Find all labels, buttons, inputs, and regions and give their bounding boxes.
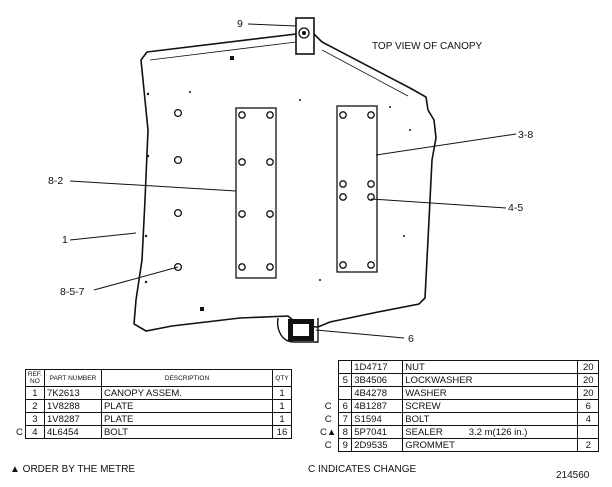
qty: [577, 425, 600, 439]
part-number: 4B1287: [351, 399, 404, 413]
qty: 4: [577, 412, 600, 426]
table-row: C 7 S1594 BOLT 4: [318, 412, 600, 426]
qty: 1: [271, 399, 292, 413]
description: BOLT: [402, 412, 579, 426]
plate-left: [235, 107, 277, 279]
change-mark: C▲: [320, 426, 337, 438]
ref-no: 7: [338, 412, 353, 426]
qty: 20: [577, 360, 600, 374]
bottom-bracket: [276, 317, 319, 343]
header-description: DESCRIPTION: [100, 369, 273, 387]
qty: 1: [271, 386, 292, 400]
table-row: 1D4717 NUT 20: [318, 360, 600, 374]
table-header: REF. NO PART NUMBER DESCRIPTION QTY: [14, 369, 292, 387]
canopy-bolts: [173, 108, 183, 272]
callout-6: 6: [408, 333, 414, 345]
callout-4-5: 4-5: [508, 202, 524, 214]
callout-3-8: 3-8: [518, 129, 534, 141]
change-mark: [14, 413, 25, 426]
description: CANOPY ASSEM.: [100, 386, 273, 400]
table-row: 2 1V8288 PLATE 1: [14, 399, 292, 413]
sealer-length: 3.2 m(126 in.): [468, 426, 528, 438]
callout-1: 1: [62, 234, 68, 246]
description: SCREW: [402, 399, 579, 413]
change-mark: [14, 400, 25, 413]
table-row: 5 3B4506 LOCKWASHER 20: [318, 373, 600, 387]
ref-no: 8: [338, 425, 353, 439]
canopy-marks: [144, 56, 411, 311]
plate-right: [336, 105, 378, 273]
figure-number: 214560: [556, 470, 590, 481]
change-mark: [318, 374, 339, 387]
qty: 2: [577, 438, 600, 452]
change-mark: [14, 387, 25, 400]
description: PLATE: [100, 399, 273, 413]
drawing-title: TOP VIEW OF CANOPY: [372, 41, 483, 52]
ref-no: 2: [24, 399, 45, 413]
qty: 20: [577, 386, 600, 400]
callout-8-2: 8-2: [48, 175, 64, 187]
description: WASHER: [402, 386, 579, 400]
change-mark: C: [324, 400, 332, 412]
leader-lines: [69, 23, 517, 339]
part-number: 7K2613: [43, 386, 102, 400]
callout-9: 9: [237, 18, 243, 30]
part-number: 4L6454: [43, 425, 102, 439]
description: BOLT: [100, 425, 273, 439]
header-ref-no: REF. NO: [24, 369, 45, 387]
header-qty: QTY: [271, 369, 292, 387]
ref-no: 9: [338, 438, 353, 452]
parts-table-left: REF. NO PART NUMBER DESCRIPTION QTY 1 7K…: [14, 369, 292, 439]
change-mark: C: [324, 413, 332, 425]
change-mark: C: [324, 439, 332, 451]
part-number: S1594: [351, 412, 404, 426]
ref-no: 6: [338, 399, 353, 413]
qty: 16: [271, 425, 292, 439]
part-number: 4B4278: [351, 386, 404, 400]
ref-no: 3: [24, 412, 45, 426]
table-row: C 9 2D9535 GROMMET 2: [318, 438, 600, 452]
table-row: 4B4278 WASHER 20: [318, 386, 600, 400]
order-by-metre-note: ▲ ORDER BY THE METRE: [10, 464, 136, 475]
qty: 1: [271, 412, 292, 426]
description: NUT: [402, 360, 579, 374]
part-number: 1V8288: [43, 399, 102, 413]
ref-no: 5: [338, 373, 353, 387]
part-number: 1V8287: [43, 412, 102, 426]
part-number: 1D4717: [351, 360, 404, 374]
qty: 6: [577, 399, 600, 413]
table-row: C 6 4B1287 SCREW 6: [318, 399, 600, 413]
description-cell: SEALER 3.2 m(126 in.): [402, 425, 579, 439]
table-row: C▲ 8 5P7041 SEALER 3.2 m(126 in.): [318, 425, 600, 439]
table-row: C 4 4L6454 BOLT 16: [14, 425, 292, 439]
part-number: 2D9535: [351, 438, 404, 452]
part-number: 3B4506: [351, 373, 404, 387]
canopy-inner-edge: [149, 41, 409, 97]
parts-table-right: 1D4717 NUT 20 5 3B4506 LOCKWASHER 20 4B4…: [318, 360, 600, 452]
ref-no: [338, 360, 353, 374]
change-mark: [318, 387, 339, 400]
change-mark: [318, 361, 339, 374]
description: GROMMET: [402, 438, 579, 452]
grommet-bracket: [295, 17, 315, 55]
part-number: 5P7041: [351, 425, 404, 439]
description: SEALER: [405, 426, 443, 438]
table-row: 1 7K2613 CANOPY ASSEM. 1: [14, 386, 292, 400]
description: PLATE: [100, 412, 273, 426]
description: LOCKWASHER: [402, 373, 579, 387]
canopy-outline: [133, 33, 437, 332]
header-part-number: PART NUMBER: [43, 369, 102, 387]
table-row: 3 1V8287 PLATE 1: [14, 412, 292, 426]
ref-no: 1: [24, 386, 45, 400]
ref-no: 4: [24, 425, 45, 439]
change-mark: C: [16, 426, 23, 438]
change-note: C INDICATES CHANGE: [308, 464, 417, 475]
qty: 20: [577, 373, 600, 387]
callout-8-5-7: 8-5-7: [60, 286, 85, 298]
ref-no: [338, 386, 353, 400]
